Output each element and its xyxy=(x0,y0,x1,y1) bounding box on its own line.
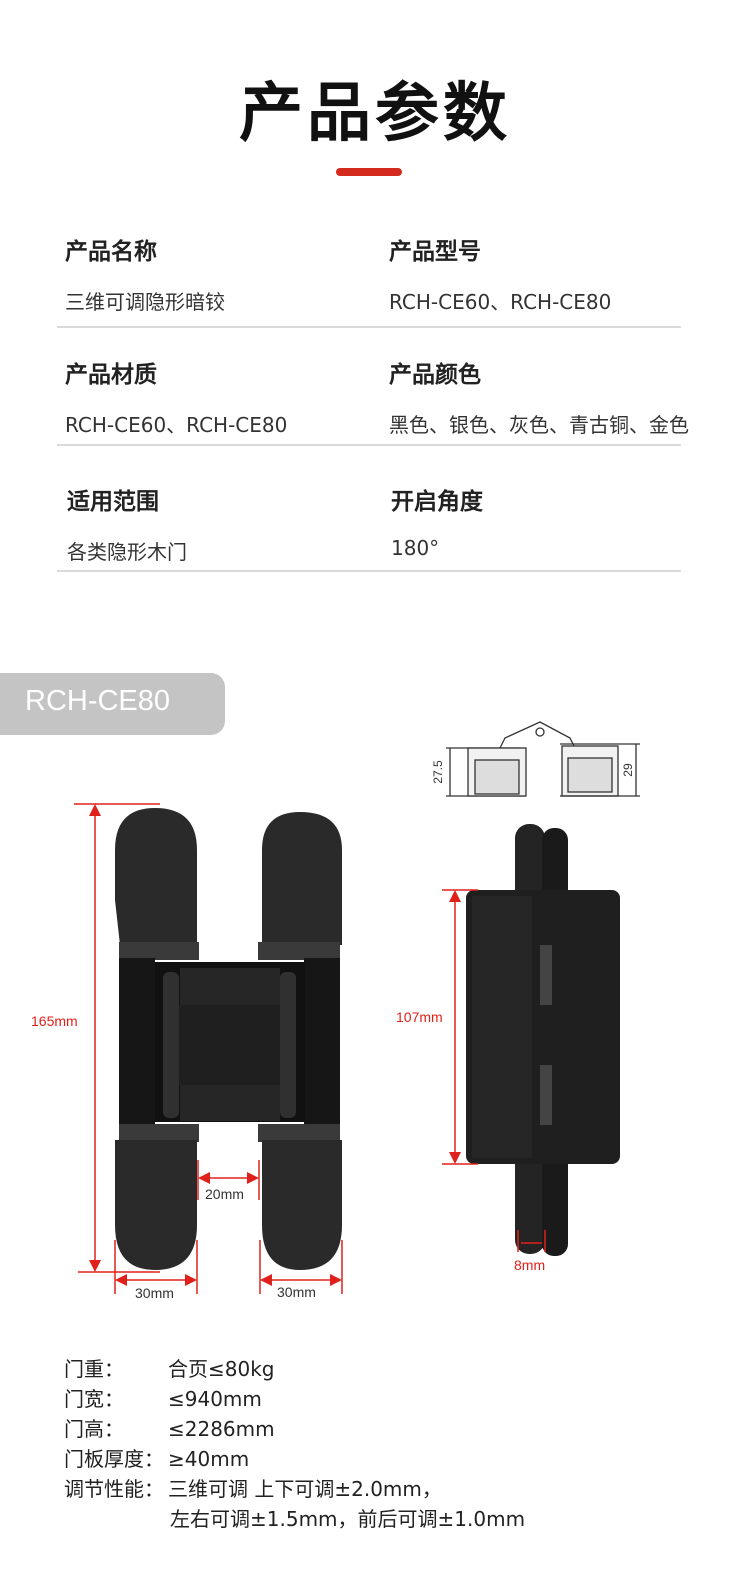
params-list: 门重： 合页≤80kg 门宽： ≤940mm 门高： ≤2286mm 门板厚度：… xyxy=(64,1354,525,1534)
top-view-drawing xyxy=(446,721,640,797)
divider xyxy=(57,326,681,328)
spec-product-material: 产品材质 RCH-CE60、RCH-CE80 xyxy=(65,355,287,438)
param-value: 三维可调 上下可调±2.0mm， xyxy=(168,1477,442,1501)
param-row: 门重： 合页≤80kg xyxy=(64,1354,525,1384)
param-value: ≤2286mm xyxy=(168,1417,275,1441)
spec-value: RCH-CE60、RCH-CE80 xyxy=(389,290,612,314)
spec-scope: 适用范围 各类隐形木门 xyxy=(67,482,187,565)
hinge-diagram: 27.5 29 165mm 20mm xyxy=(31,721,640,1300)
spec-product-color: 产品颜色 黑色、银色、灰色、青古铜、金色 xyxy=(389,355,689,438)
page-title: 产品参数 xyxy=(239,77,511,151)
divider xyxy=(57,570,681,572)
spec-value: 各类隐形木门 xyxy=(67,540,187,564)
divider xyxy=(57,444,681,446)
param-value: ≤940mm xyxy=(168,1387,262,1411)
spec-label: 产品型号 xyxy=(389,239,481,265)
param-row: 门宽： ≤940mm xyxy=(64,1384,525,1414)
spec-label: 产品材质 xyxy=(65,362,157,388)
model-tab-label: RCH-CE80 xyxy=(25,685,171,717)
param-row: 调节性能： 三维可调 上下可调±2.0mm， xyxy=(64,1474,525,1504)
hinge-side-view xyxy=(466,824,620,1256)
spec-value: 三维可调隐形暗铰 xyxy=(65,290,225,314)
spec-product-model: 产品型号 RCH-CE60、RCH-CE80 xyxy=(389,232,611,315)
param-value: ≥40mm xyxy=(168,1447,250,1471)
param-key: 门板厚度： xyxy=(64,1447,164,1471)
spec-product-name: 产品名称 三维可调隐形暗铰 xyxy=(65,232,225,315)
param-row: 门高： ≤2286mm xyxy=(64,1414,525,1444)
spec-label: 产品名称 xyxy=(65,239,157,265)
param-row: 门板厚度： ≥40mm xyxy=(64,1444,525,1474)
dim-top-left: 27.5 xyxy=(431,760,445,784)
dim-leaf-left: 30mm xyxy=(135,1285,174,1300)
param-value-continued: 左右可调±1.5mm，前后可调±1.0mm xyxy=(170,1507,526,1531)
spec-value: 黑色、银色、灰色、青古铜、金色 xyxy=(389,413,689,437)
dim-gap: 20mm xyxy=(205,1186,244,1202)
spec-value: 180° xyxy=(391,536,440,560)
spec-label: 开启角度 xyxy=(391,489,483,515)
title-accent-bar xyxy=(336,168,402,176)
dim-top-right: 29 xyxy=(621,763,635,777)
dim-side-height: 107mm xyxy=(396,1009,443,1025)
param-key: 门高： xyxy=(64,1417,124,1441)
dim-leaf-right: 30mm xyxy=(277,1284,316,1300)
param-value: 合页≤80kg xyxy=(168,1357,275,1381)
spec-label: 产品颜色 xyxy=(389,362,481,388)
dim-thickness: 8mm xyxy=(514,1257,545,1273)
spec-value: RCH-CE60、RCH-CE80 xyxy=(65,413,288,437)
param-key: 门宽： xyxy=(64,1387,124,1411)
param-key: 调节性能： xyxy=(64,1477,164,1501)
param-key: 门重： xyxy=(64,1357,124,1381)
spec-opening-angle: 开启角度 180° xyxy=(391,482,483,560)
dim-height: 165mm xyxy=(31,1013,78,1029)
hinge-front-view xyxy=(115,808,342,1270)
spec-label: 适用范围 xyxy=(67,489,159,515)
model-tab: RCH-CE80 xyxy=(0,673,225,735)
